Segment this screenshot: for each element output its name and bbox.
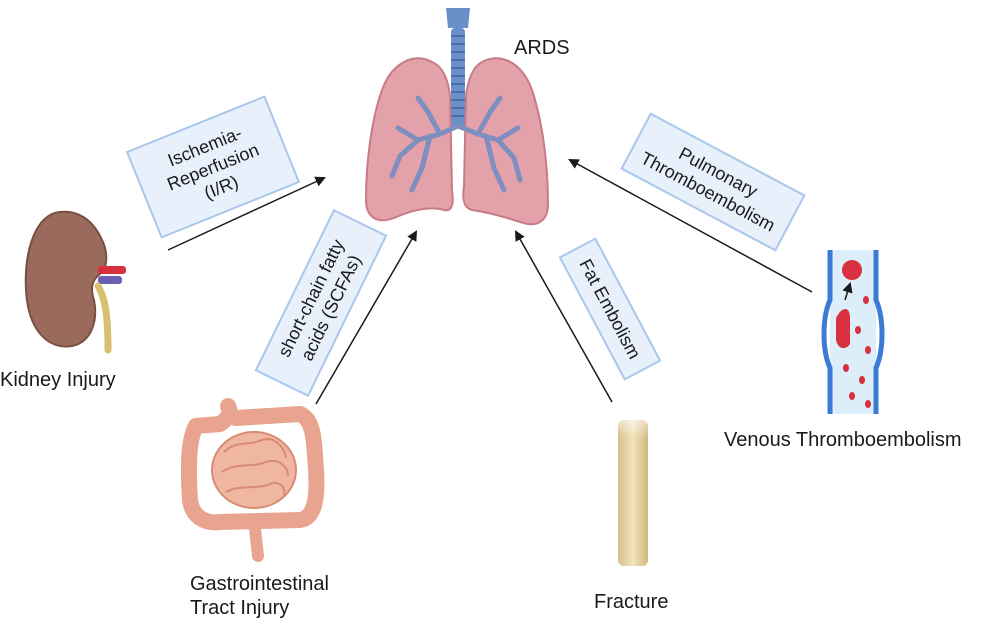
left-lung bbox=[364, 57, 454, 222]
lungs-illustration bbox=[364, 8, 550, 226]
kidney-injury-label: Kidney Injury bbox=[0, 369, 116, 391]
bone-illustration bbox=[614, 404, 652, 566]
right-lung bbox=[462, 57, 550, 226]
arrow-kidney-to-lungs bbox=[167, 176, 326, 251]
ards-label: ARDS bbox=[514, 37, 570, 59]
vein-illustration bbox=[821, 250, 885, 414]
bronchi bbox=[389, 95, 523, 193]
fracture-label: Fracture bbox=[594, 591, 669, 613]
arrow-fracture-to-lungs bbox=[514, 230, 613, 403]
vte-label: Venous Thromboembolism bbox=[724, 429, 962, 451]
arrow-gut-to-lungs bbox=[315, 230, 418, 405]
gi-injury-label: Gastrointestinal Tract Injury bbox=[190, 573, 329, 619]
intestine-illustration bbox=[180, 398, 325, 562]
arrow-vte-to-lungs bbox=[568, 158, 813, 293]
trachea bbox=[446, 8, 470, 128]
ir-mechanism-text: Ischemia- Reperfusion (I/R) bbox=[164, 122, 262, 204]
kidney-illustration bbox=[24, 210, 126, 354]
